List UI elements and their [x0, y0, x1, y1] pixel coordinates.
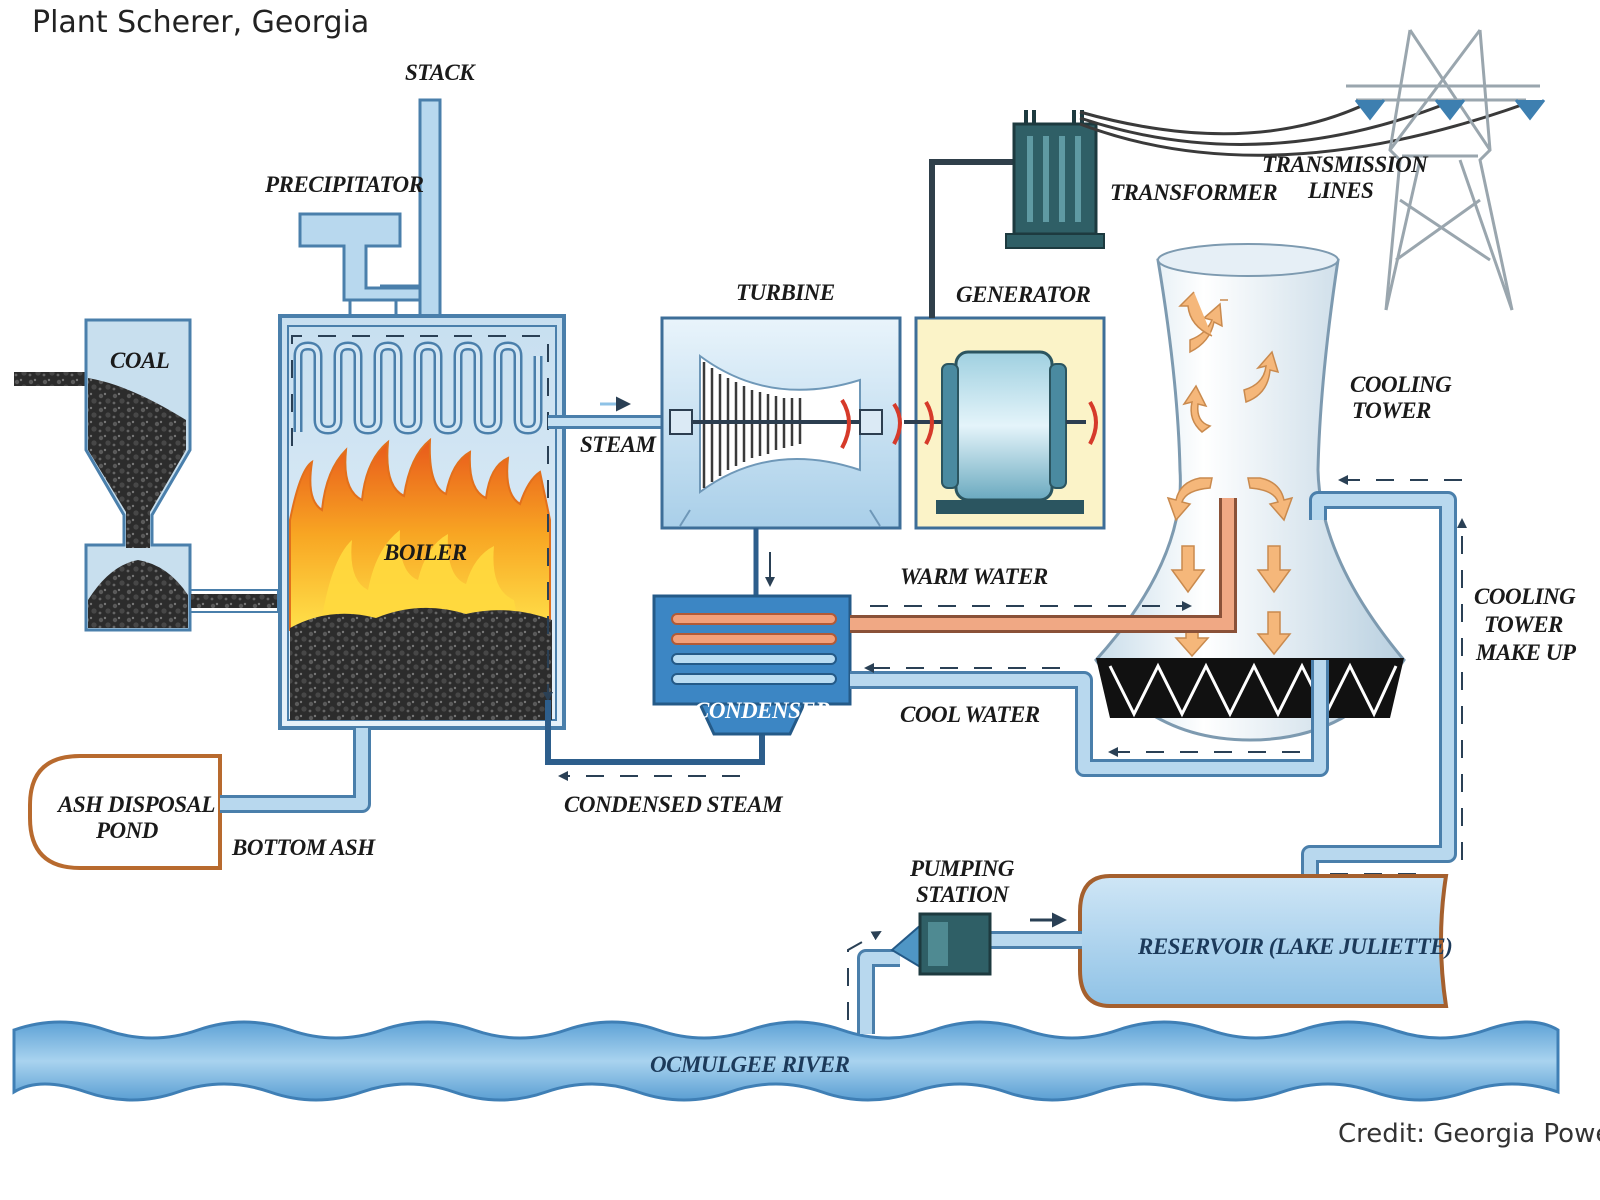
precipitator: PRECIPITATOR — [264, 172, 424, 316]
bottom-ash-label: BOTTOM ASH — [231, 835, 376, 860]
stack-label: STACK — [405, 60, 476, 85]
condenser-label: CONDENSER — [694, 698, 830, 723]
pumping-station-label-line1: PUMPING — [909, 856, 1015, 881]
make-up-label-line3: MAKE UP — [1475, 640, 1577, 665]
transmission-lines: TRANSMISSION LINES — [1079, 29, 1546, 311]
transmission-lines-label-line1: TRANSMISSION — [1262, 152, 1429, 177]
make-up-label-line2: TOWER — [1484, 612, 1563, 637]
cooling-tower-label-line1: COOLING — [1350, 372, 1452, 397]
transmission-lines-label-line2: LINES — [1307, 178, 1373, 203]
reservoir-label: RESERVOIR (LAKE JULIETTE) — [1137, 934, 1452, 959]
boiler: BOILER — [278, 314, 566, 730]
cool-water-label: COOL WATER — [900, 702, 1040, 727]
ocmulgee-river: OCMULGEE RIVER — [12, 1020, 1560, 1102]
warm-water-label: WARM WATER — [900, 564, 1048, 589]
turbine-label: TURBINE — [736, 280, 835, 305]
cooling-tower-make-up-pipe: COOLING TOWER MAKE UP — [1301, 475, 1577, 884]
boiler-label: BOILER — [383, 540, 467, 565]
make-up-label-line1: COOLING — [1474, 584, 1576, 609]
cool-water-pipe: COOL WATER — [850, 660, 1329, 777]
river-label: OCMULGEE RIVER — [650, 1052, 850, 1077]
turbine: TURBINE — [660, 280, 902, 600]
ash-pond-label-line2: POND — [95, 818, 159, 843]
transformer: TRANSFORMER — [929, 110, 1278, 318]
condenser: CONDENSER — [652, 594, 852, 736]
reservoir: RESERVOIR (LAKE JULIETTE) — [1078, 874, 1453, 1008]
pumping-station: PUMPING STATION — [847, 856, 1082, 1034]
coal-hopper: COAL — [14, 318, 279, 632]
ash-pond-label-line1: ASH DISPOSAL — [56, 792, 215, 817]
warm-water-pipe: WARM WATER — [850, 498, 1237, 633]
credit-text: Credit: Georgia Power — [1338, 1119, 1600, 1149]
ash-disposal-pond: ASH DISPOSAL POND BOTTOM ASH — [28, 728, 377, 870]
coal-label: COAL — [110, 348, 170, 373]
precipitator-label: PRECIPITATOR — [264, 172, 424, 197]
steam-label: STEAM — [580, 432, 658, 457]
cooling-tower-air-arrows — [1166, 291, 1294, 658]
condensed-steam-label: CONDENSED STEAM — [564, 792, 784, 817]
transformer-label: TRANSFORMER — [1110, 180, 1277, 205]
diagram-title: Plant Scherer, Georgia — [32, 5, 369, 40]
pumping-station-label-line2: STATION — [916, 882, 1010, 907]
cooling-tower-label-line2: TOWER — [1352, 398, 1431, 423]
cooling-tower-louvers — [1108, 662, 1398, 718]
steam-line: STEAM — [548, 396, 676, 457]
generator: GENERATOR — [904, 282, 1106, 530]
generator-label: GENERATOR — [956, 282, 1091, 307]
